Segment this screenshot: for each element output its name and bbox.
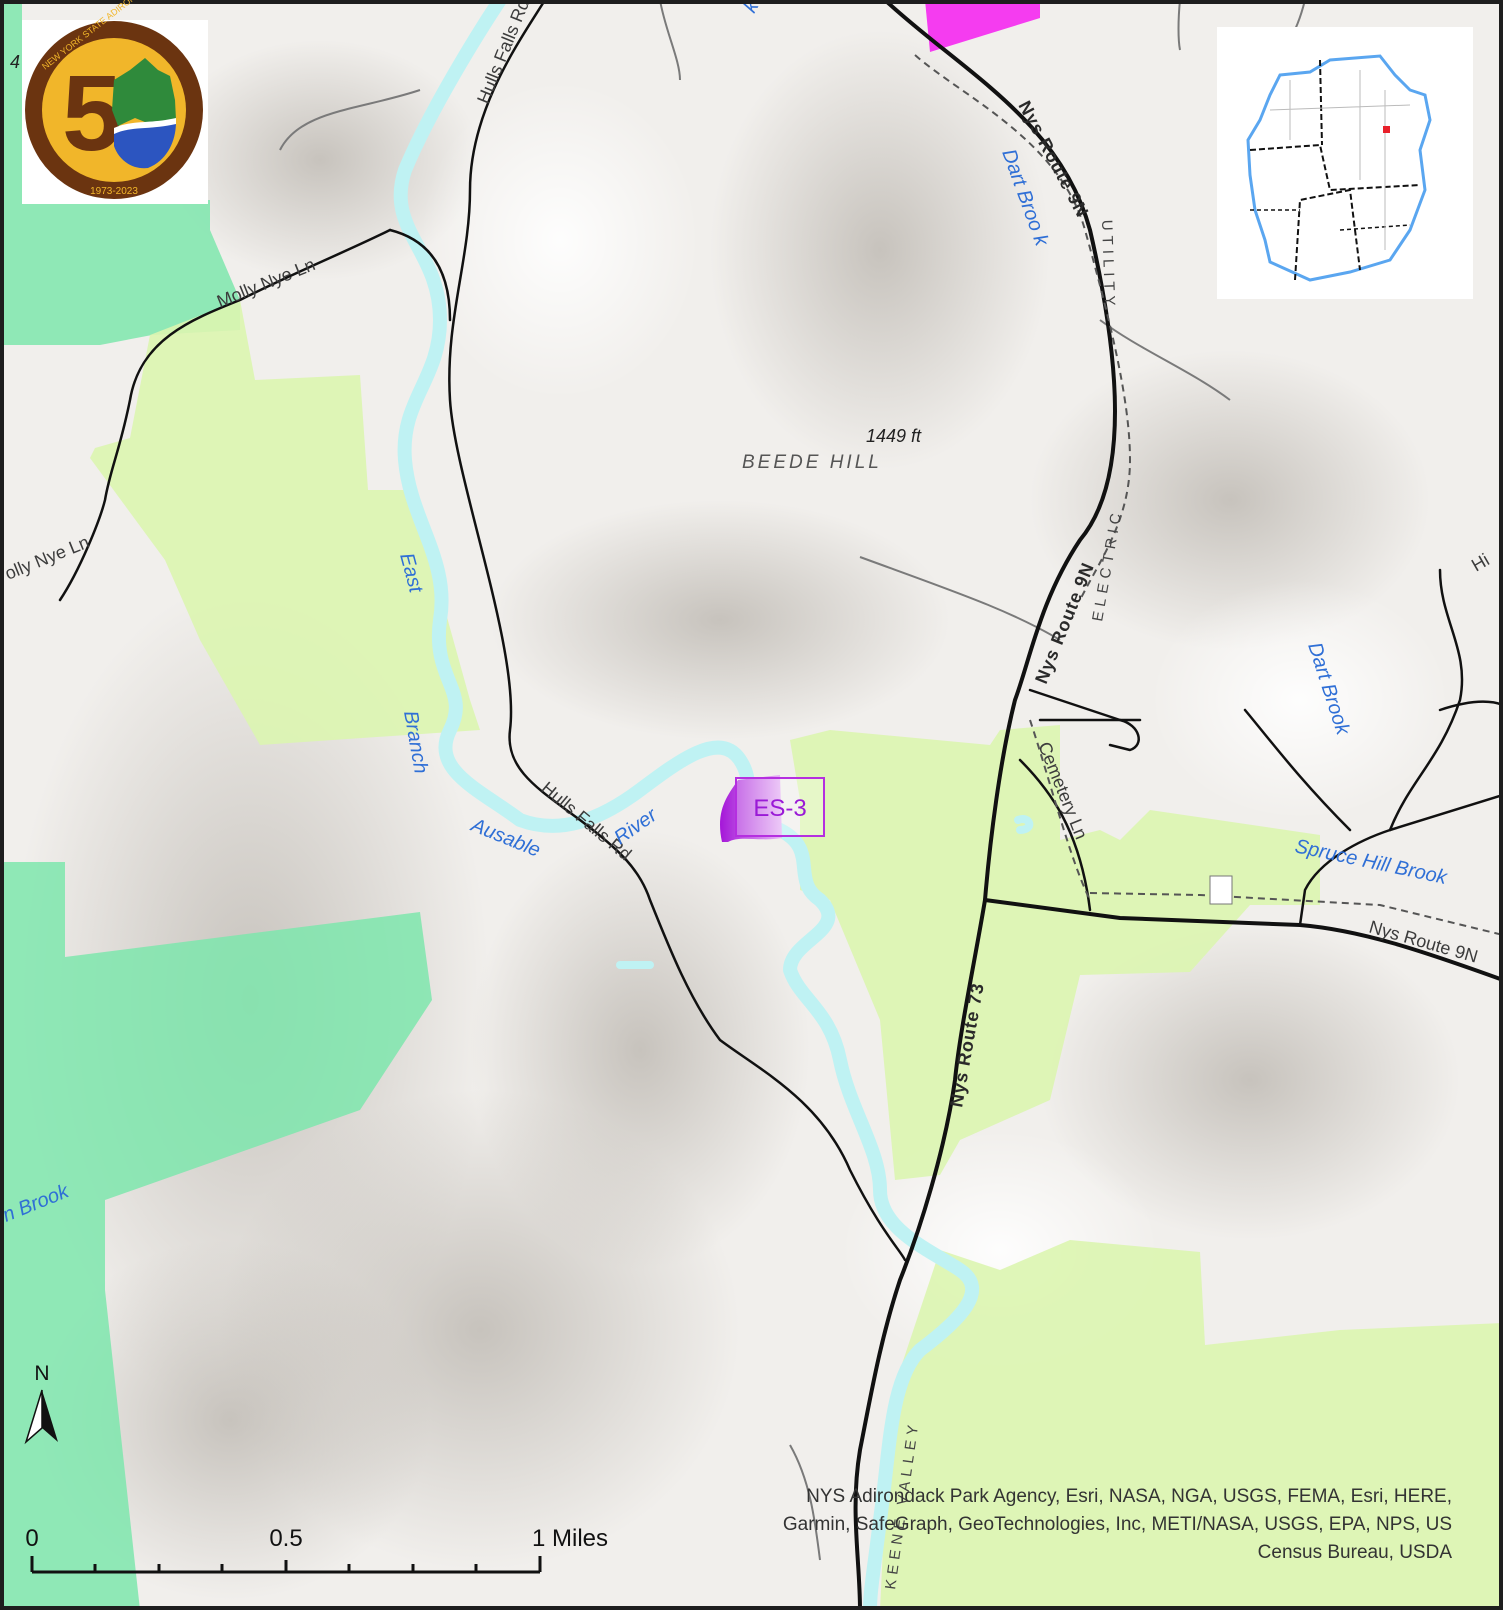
ausable-river xyxy=(393,0,1034,1610)
molly-nye-road xyxy=(58,228,392,602)
water-wave-shape xyxy=(114,122,176,169)
logo-number: 5 xyxy=(62,52,122,173)
building-marks xyxy=(1209,875,1233,905)
site-es-3-label: ES-3 xyxy=(753,795,806,822)
apa-50-logo: 5 1973-2023 NEW YORK STATE ADIRONDACK PA… xyxy=(10,0,210,204)
route-9n-east-road xyxy=(983,898,1503,982)
scale-bar: 0 0.5 1 Miles xyxy=(25,1525,608,1574)
site-es-3-box xyxy=(735,777,825,837)
attribution-line-3: Census Bureau, USDA xyxy=(1258,1542,1453,1563)
utility-lines xyxy=(914,54,1503,936)
forest-preserve-dark xyxy=(0,0,432,1610)
utility-label: UTILITY xyxy=(1098,220,1118,311)
logo-edge-label: 4 xyxy=(10,52,20,72)
route-73-road xyxy=(853,898,987,1610)
beede-hill-label: BEEDE HILL xyxy=(742,452,882,473)
site-es-3[interactable]: ES-3 xyxy=(720,775,825,842)
north-arrow: N xyxy=(24,1362,58,1445)
scale-tick-0: 0 xyxy=(25,1525,38,1552)
hulls-falls-road xyxy=(448,0,907,1262)
locator-site-marker xyxy=(1383,126,1390,133)
elevation-label: 1449 ft xyxy=(866,426,922,446)
attribution-line-2: Garmin, SafeGraph, GeoTechnologies, Inc,… xyxy=(783,1514,1452,1535)
attribution-line-1: NYS Adirondack Park Agency, Esri, NASA, … xyxy=(806,1486,1452,1507)
scale-tick-half: 0.5 xyxy=(269,1525,302,1552)
north-label: N xyxy=(34,1362,49,1385)
logo-years: 1973-2023 xyxy=(90,186,138,197)
adirondack-park-shape xyxy=(112,58,176,126)
hillshade-layer xyxy=(10,30,1460,1600)
attribution: NYS Adirondack Park Agency, Esri, NASA, … xyxy=(783,1486,1452,1563)
roads xyxy=(58,0,1503,1610)
scale-tick-1-miles: 1 Miles xyxy=(532,1525,608,1552)
route-9n-road xyxy=(883,0,1117,902)
magenta-zone-area xyxy=(925,0,1040,52)
forest-preserve-light xyxy=(90,300,1503,1610)
locator-inset-map xyxy=(1217,27,1473,299)
